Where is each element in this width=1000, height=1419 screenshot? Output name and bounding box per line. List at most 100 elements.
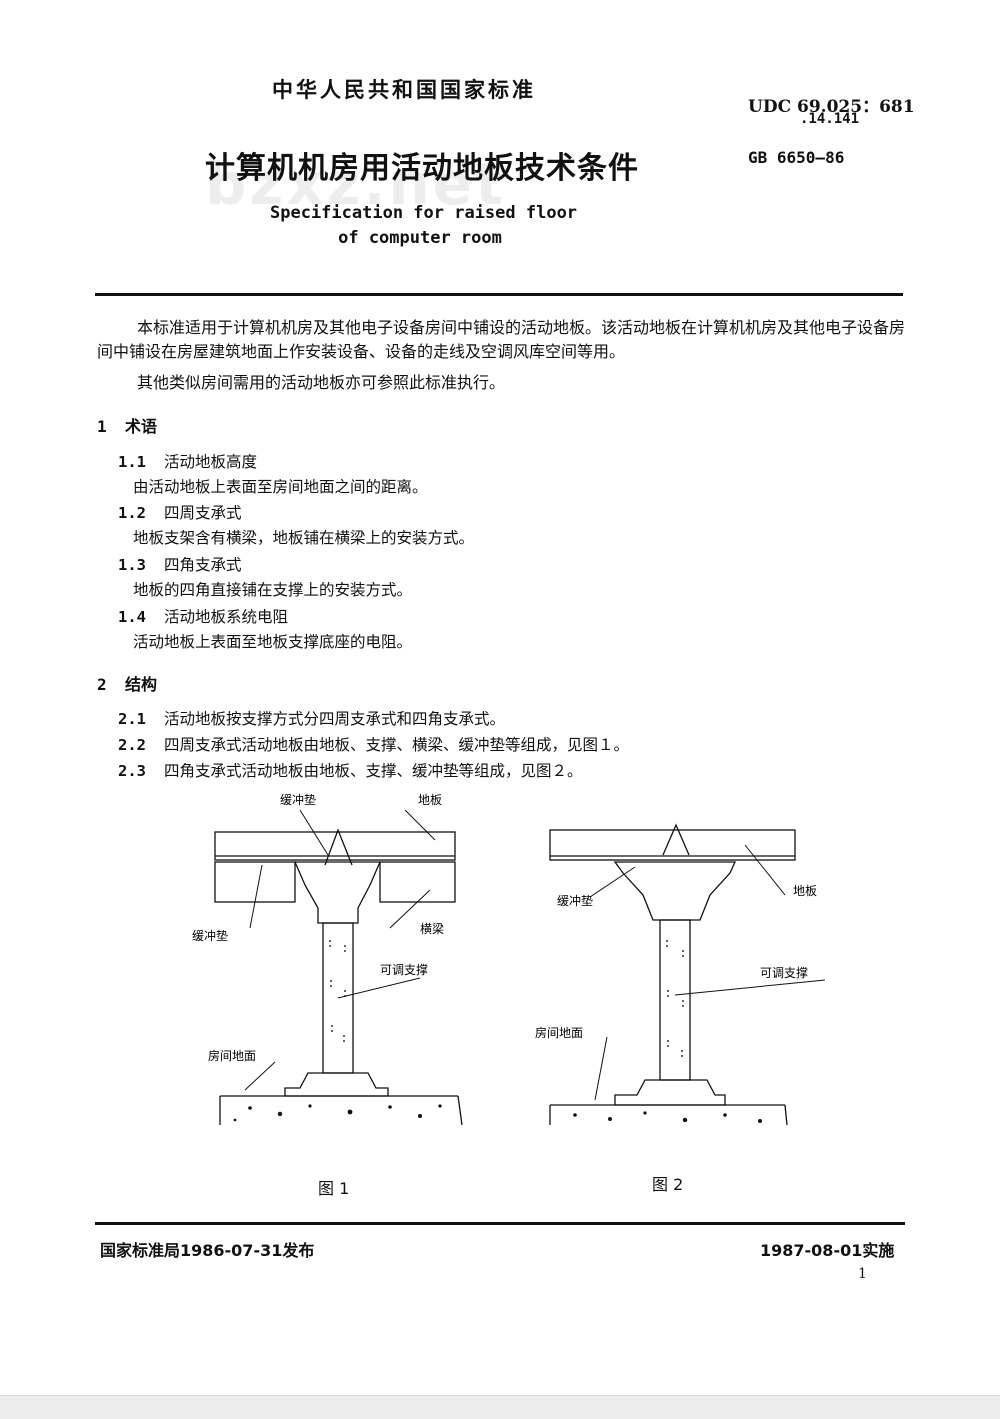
clause-number: 2.2 <box>118 736 146 754</box>
leader-cushion-left <box>249 864 263 929</box>
label-floor: 地板 <box>418 793 442 807</box>
ground-edge-right <box>784 1104 788 1126</box>
cone-joint <box>324 828 353 866</box>
leader-floor <box>404 809 436 841</box>
clause-1-4: 1.4 活动地板系统电阻 <box>118 605 288 627</box>
support-column-pattern <box>666 940 684 1058</box>
clause-title: 活动地板系统电阻 <box>164 608 289 626</box>
ground-aggregate <box>347 1109 353 1115</box>
pedestal-head <box>294 861 381 924</box>
leader-ground <box>244 1061 276 1091</box>
document-title-en: Specification for raised floor of comput… <box>270 201 578 251</box>
clause-number: 1.4 <box>118 608 146 626</box>
ground-aggregate <box>233 1118 237 1122</box>
label-ground: 房间地面 <box>208 1048 256 1063</box>
clause-title: 活动地板高度 <box>164 453 258 471</box>
clause-number: 1.1 <box>118 453 146 471</box>
clause-2-2: 2.2 四周支承式活动地板由地板、支撑、横梁、缓冲垫等组成，见图１。 <box>118 733 629 755</box>
leader-support <box>674 979 826 996</box>
watermark: bzxz.net <box>205 150 506 218</box>
ground-aggregate <box>682 1117 688 1123</box>
clause-2-3: 2.3 四角支承式活动地板由地板、支撑、缓冲垫等组成，见图２。 <box>118 759 583 781</box>
cone-joint <box>662 823 690 856</box>
clause-number: 1.2 <box>118 504 146 522</box>
clause-text: 活动地板按支撑方式分四周支承式和四角支承式。 <box>164 710 506 728</box>
ground-aggregate <box>723 1113 727 1117</box>
clause-title: 四周支承式 <box>164 504 242 522</box>
effective-date: 1987-08-01实施 <box>760 1241 895 1260</box>
title-en-line2: of computer room <box>338 228 502 248</box>
leader-support <box>337 977 421 999</box>
label-floor: 地板 <box>793 884 817 898</box>
clause-1-2: 1.2 四周支承式 <box>118 501 242 523</box>
clause-1-1: 1.1 活动地板高度 <box>118 450 257 472</box>
section-title: 结构 <box>125 675 158 694</box>
support-column-pattern <box>329 940 346 1043</box>
ground-aggregate <box>573 1113 577 1117</box>
clause-number: 2.1 <box>118 710 146 728</box>
intro-paragraph-2: 其他类似房间需用的活动地板亦可参照此标准执行。 <box>137 373 506 392</box>
bottom-rule <box>95 1222 905 1225</box>
clause-text: 四周支承式活动地板由地板、支撑、横梁、缓冲垫等组成，见图１。 <box>164 736 630 754</box>
clause-title: 四角支承式 <box>164 556 242 574</box>
section-title: 术语 <box>125 417 158 436</box>
clause-1-1-text: 由活动地板上表面至房间地面之间的距离。 <box>133 478 428 496</box>
clause-2-1: 2.1 活动地板按支撑方式分四周支承式和四角支承式。 <box>118 707 505 729</box>
clause-1-3-text: 地板的四角直接铺在支撑上的安装方式。 <box>133 581 413 599</box>
figure-1-caption: 图 1 <box>318 1179 350 1198</box>
label-support: 可调支撑 <box>760 965 808 980</box>
title-en-line1: Specification for raised floor <box>270 203 578 223</box>
pedestal-head <box>613 861 737 921</box>
ground-aggregate <box>277 1111 283 1117</box>
section-1-heading: 1 术语 <box>97 413 157 437</box>
clause-1-2-text: 地板支架含有横梁，地板铺在横梁上的安装方式。 <box>133 529 475 547</box>
floor-panel <box>549 829 796 861</box>
intro-paragraph-1: 本标准适用于计算机机房及其他电子设备房间中铺设的活动地板。该活动地板在计算机机房… <box>97 318 906 361</box>
floor-panel <box>214 831 456 861</box>
ground-aggregate <box>308 1104 312 1108</box>
leader-beam <box>389 889 431 929</box>
ground-aggregate <box>418 1114 422 1118</box>
leader-floor <box>744 844 786 896</box>
figure-1-drawing: 缓冲垫 地板 缓冲垫 横梁 可调支撑 房间地面 <box>192 792 463 1126</box>
crossbeam-left <box>214 861 296 903</box>
leader-ground <box>594 1036 608 1101</box>
label-cushion: 缓冲垫 <box>557 893 593 908</box>
ground-edge-right <box>457 1095 463 1126</box>
ground-aggregate <box>438 1104 442 1108</box>
leader-cushion-top <box>299 809 329 856</box>
ground-aggregate <box>758 1119 762 1123</box>
ground-aggregate <box>608 1117 612 1121</box>
page-number: 1 <box>858 1266 867 1282</box>
base-plate <box>614 1079 726 1106</box>
figure-2-drawing: 缓冲垫 地板 可调支撑 房间地面 <box>535 823 826 1126</box>
figure-2-caption: 图 2 <box>652 1175 684 1194</box>
ground-aggregate <box>248 1106 252 1110</box>
document-title-cn: 计算机机房用活动地板技术条件 <box>205 151 639 186</box>
leader-cushion <box>589 866 636 898</box>
national-standard-heading: 中华人民共和国国家标准 <box>272 78 536 102</box>
section-number: 2 <box>97 675 107 694</box>
issued-date: 国家标准局1986-07-31发布 <box>100 1241 315 1260</box>
label-support: 可调支撑 <box>380 962 428 977</box>
udc-code-continued: .14.141 <box>800 111 860 127</box>
ground-aggregate <box>643 1111 647 1115</box>
clause-number: 1.3 <box>118 556 146 574</box>
clause-1-3: 1.3 四角支承式 <box>118 553 242 575</box>
top-rule <box>95 293 903 296</box>
label-ground: 房间地面 <box>535 1025 583 1040</box>
section-number: 1 <box>97 417 107 436</box>
crossbeam-right <box>379 861 456 903</box>
base-plate <box>284 1072 389 1097</box>
label-beam: 横梁 <box>420 921 444 936</box>
clause-text: 四角支承式活动地板由地板、支撑、缓冲垫等组成，见图２。 <box>164 762 583 780</box>
clause-number: 2.3 <box>118 762 146 780</box>
udc-code: UDC 69.025：681 <box>748 97 915 117</box>
ground-aggregate <box>388 1105 392 1109</box>
section-2-heading: 2 结构 <box>97 671 157 695</box>
clause-1-4-text: 活动地板上表面至地板支撑底座的电阻。 <box>133 633 413 651</box>
viewer-bottom-band <box>0 1395 1000 1419</box>
support-column <box>659 919 691 1081</box>
label-cushion-top: 缓冲垫 <box>280 792 316 807</box>
